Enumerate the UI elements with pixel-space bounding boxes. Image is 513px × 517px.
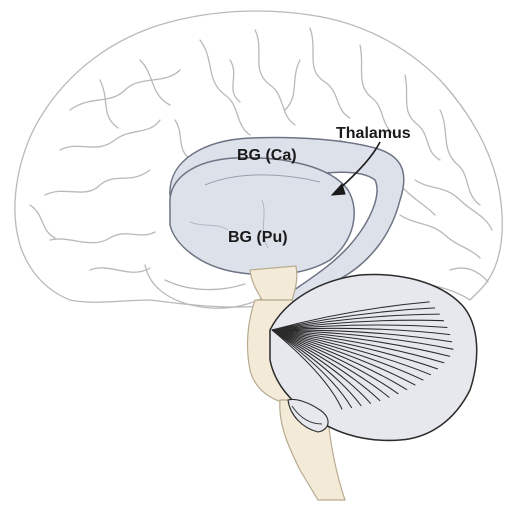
label-caudate: BG (Ca) [237, 147, 297, 164]
label-thalamus: Thalamus [336, 125, 411, 142]
label-putamen: BG (Pu) [228, 229, 288, 246]
cerebellum [270, 274, 477, 440]
midbrain [250, 266, 297, 300]
